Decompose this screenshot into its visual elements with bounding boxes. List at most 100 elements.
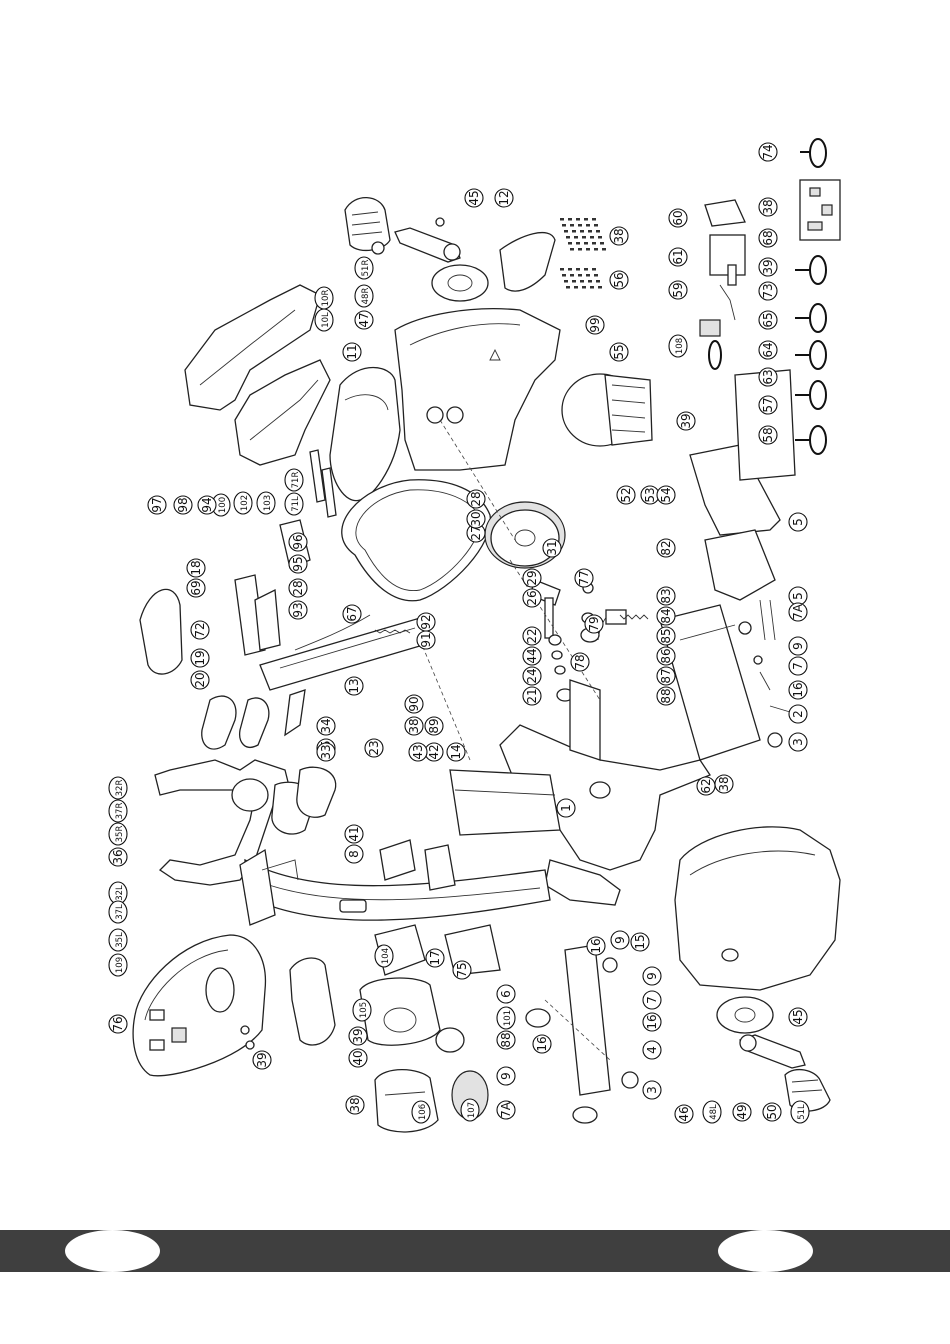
callout-95: 95 xyxy=(288,554,308,574)
side-shroud-47 xyxy=(394,308,561,471)
callout-number: 51L xyxy=(797,1104,807,1120)
callout-36: 36 xyxy=(108,847,128,867)
callout-16: 16 xyxy=(642,1012,662,1032)
callout-16: 16 xyxy=(532,1034,552,1054)
callout-107: 107 xyxy=(460,1098,480,1122)
callout-number: 18 xyxy=(189,560,203,575)
screw xyxy=(580,280,584,283)
callout-43: 43 xyxy=(408,742,428,762)
callout-72: 72 xyxy=(190,620,210,640)
callout-number: 9 xyxy=(645,972,659,980)
screw xyxy=(574,286,578,289)
callout-number: 43 xyxy=(411,744,425,759)
callout-number: 10L xyxy=(321,312,331,328)
grip-covers-34 xyxy=(201,689,337,835)
callout-45: 45 xyxy=(788,1007,808,1027)
callout-number: 65 xyxy=(761,312,775,327)
screw xyxy=(584,218,588,221)
callout-number: 57 xyxy=(761,397,775,412)
callout-23: 23 xyxy=(364,738,384,758)
screw xyxy=(582,236,586,239)
callout-76: 76 xyxy=(108,1014,128,1034)
callout-number: 23 xyxy=(367,740,381,755)
callout-number: 4 xyxy=(645,1046,659,1054)
seat-slider-72 xyxy=(139,574,281,675)
callout-79: 79 xyxy=(584,614,604,634)
crank-right-48r xyxy=(394,217,461,263)
callout-31: 31 xyxy=(542,538,562,558)
callout-22: 22 xyxy=(522,626,542,646)
callout-67: 67 xyxy=(342,604,362,624)
callout-number: 93 xyxy=(291,602,305,617)
screw xyxy=(568,218,572,221)
callout-63: 63 xyxy=(758,367,778,387)
callout-37l: 37L xyxy=(108,900,128,924)
callout-99: 99 xyxy=(585,315,605,335)
callout-86: 86 xyxy=(656,646,676,666)
callout-number: 105 xyxy=(359,1002,369,1018)
callout-number: 39 xyxy=(255,1052,269,1067)
callout-71r: 71R xyxy=(284,468,304,492)
screw xyxy=(576,268,580,271)
callout-88: 88 xyxy=(656,686,676,706)
callout-number: 100 xyxy=(218,497,228,513)
callout-number: 72 xyxy=(193,622,207,637)
side-shroud-46 xyxy=(674,826,841,991)
callout-number: 101 xyxy=(503,1010,513,1026)
callout-19: 19 xyxy=(190,648,210,668)
callout-41: 41 xyxy=(344,824,364,844)
callout-51l: 51L xyxy=(790,1100,810,1124)
seat-cushion-11 xyxy=(329,367,401,502)
callout-number: 52 xyxy=(619,487,633,502)
callout-90: 90 xyxy=(404,694,424,714)
callout-18: 18 xyxy=(186,558,206,578)
callout-number: 71R xyxy=(291,472,301,489)
pedal-left-51l xyxy=(784,1068,831,1112)
screw xyxy=(576,218,580,221)
callout-87: 87 xyxy=(656,666,676,686)
callout-5: 5 xyxy=(788,586,808,606)
card-60 xyxy=(704,199,746,227)
callout-number: 19 xyxy=(193,650,207,665)
callout-number: 38 xyxy=(407,718,421,733)
callout-7a: 7A xyxy=(496,1100,516,1120)
callout-78: 78 xyxy=(570,652,590,672)
callout-3: 3 xyxy=(788,732,808,752)
screw xyxy=(592,218,596,221)
callout-number: 7 xyxy=(645,996,659,1004)
callout-7: 7 xyxy=(642,990,662,1010)
callout-55: 55 xyxy=(609,342,629,362)
flywheel-housing-55 xyxy=(561,373,653,447)
callout-105: 105 xyxy=(352,998,372,1022)
callout-38: 38 xyxy=(758,197,778,217)
cover-105 xyxy=(359,977,441,1046)
screw xyxy=(580,230,584,233)
callout-number: 9 xyxy=(791,642,805,650)
callout-82: 82 xyxy=(656,538,676,558)
callout-number: 47 xyxy=(357,312,371,327)
callout-9: 9 xyxy=(610,930,630,950)
side-cover-12 xyxy=(499,231,556,292)
screw xyxy=(570,248,574,251)
callout-number: 7A xyxy=(499,1101,513,1118)
callout-number: 55 xyxy=(612,344,626,359)
callout-number: 108 xyxy=(675,338,685,354)
callout-number: 90 xyxy=(407,696,421,711)
callout-103: 103 xyxy=(256,491,276,515)
callout-69: 69 xyxy=(186,578,206,598)
screw xyxy=(562,224,566,227)
front-stabilizer-4 xyxy=(564,944,639,1124)
callout-13: 13 xyxy=(344,676,364,696)
screw xyxy=(594,248,598,251)
callout-number: 27 xyxy=(469,525,483,540)
screw xyxy=(596,230,600,233)
callout-number: 22 xyxy=(525,628,539,643)
callout-number: 45 xyxy=(791,1009,805,1024)
screw xyxy=(562,274,566,277)
callout-number: 42 xyxy=(427,744,441,759)
callout-3: 3 xyxy=(642,1080,662,1100)
screw xyxy=(586,274,590,277)
callout-68: 68 xyxy=(758,228,778,248)
screw xyxy=(584,242,588,245)
callout-35r: 35R xyxy=(108,822,128,846)
